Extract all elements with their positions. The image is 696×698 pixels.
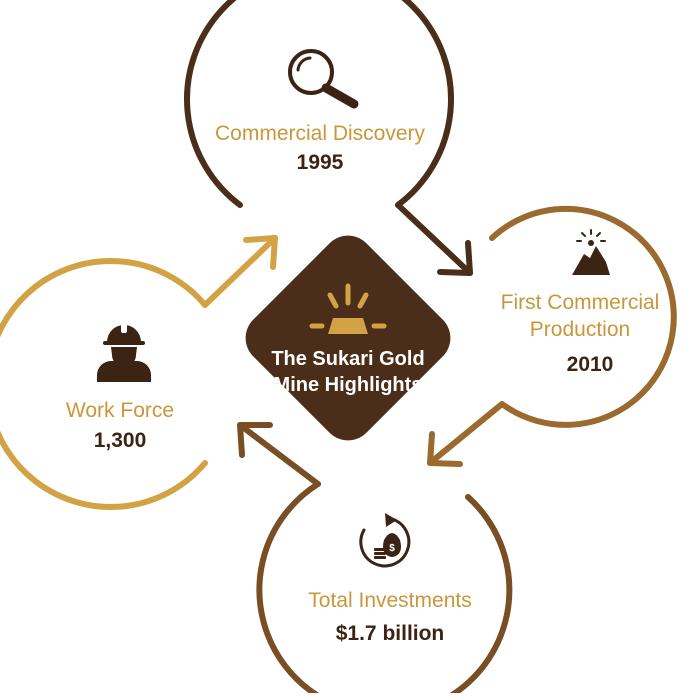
discovery-title: Commercial Discovery xyxy=(214,122,426,145)
magnifier-icon xyxy=(288,49,359,109)
investments-value: $1.7 billion xyxy=(335,622,445,645)
center-diamond xyxy=(245,235,451,441)
discovery-year: 1995 xyxy=(296,151,344,174)
workforce-value: 1,300 xyxy=(93,429,147,452)
center-title-line2: Mine Highlights xyxy=(273,374,423,396)
money-cycle-icon: $ xyxy=(359,513,411,568)
investments-ring xyxy=(256,481,513,698)
workforce-ring xyxy=(0,258,208,510)
workforce-title: Work Force xyxy=(65,399,175,422)
investments-title: Total Investments xyxy=(308,589,472,612)
production-ring xyxy=(489,205,677,428)
discovery-ring xyxy=(184,0,454,208)
arrow-workforce-to-discovery xyxy=(202,235,278,308)
production-title-line2: Production xyxy=(529,318,631,341)
production-year: 2010 xyxy=(566,353,614,376)
center-title-line1: The Sukari Gold xyxy=(271,348,425,370)
arrow-investments-to-workforce xyxy=(237,422,321,487)
mountain-sun-icon xyxy=(572,229,610,275)
svg-text:$: $ xyxy=(389,543,395,554)
arrow-production-to-investments xyxy=(427,401,505,467)
center-title: The Sukari Gold Mine Highlights xyxy=(248,346,448,398)
arrow-discovery-to-production xyxy=(395,202,473,276)
gold-bar-icon xyxy=(309,283,387,334)
production-title-line1: First Commercial xyxy=(500,291,660,314)
worker-helmet-icon xyxy=(97,324,151,382)
